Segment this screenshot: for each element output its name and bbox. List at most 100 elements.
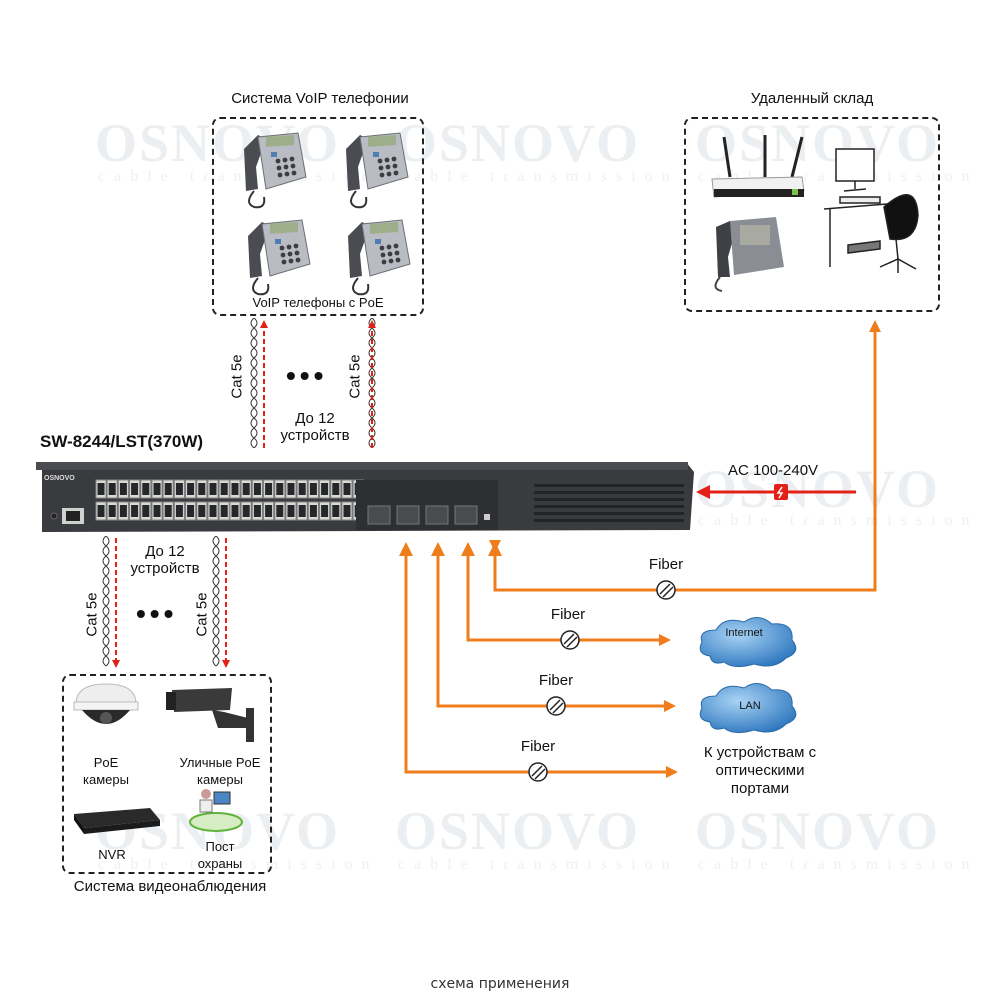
surveillance-box (62, 674, 272, 874)
fiber-label: Fiber (648, 556, 684, 573)
voip-phone-icon (345, 132, 409, 209)
fiber-line-warehouse (493, 320, 881, 592)
power-arrow-head (696, 485, 710, 499)
sfp-port (367, 505, 391, 525)
surveillance-devices (73, 683, 254, 834)
item-line2: камеры (83, 772, 129, 787)
internet-cloud-icon (699, 617, 797, 668)
optical-devices-line2: оптическими (715, 762, 805, 779)
device-count-label: До 12 устройств (270, 410, 360, 444)
sfp-ports (367, 505, 478, 525)
security-post-icon (189, 789, 243, 832)
cable-type-label: Cat 5e (228, 354, 246, 399)
item-line1: Уличные PoE (179, 755, 261, 770)
upper-cable-right (368, 320, 376, 448)
workstation-icon (823, 148, 919, 273)
fiber-arrow-up (399, 542, 413, 556)
lan-label: LAN (739, 700, 761, 712)
rj45-ports (95, 479, 364, 521)
item-line2: охраны (197, 856, 243, 871)
ventilation-grille (534, 484, 684, 522)
power-label: AC 100-240V (728, 462, 819, 479)
voip-phones (243, 132, 411, 296)
watermark-tagline: cable transmission (698, 512, 979, 529)
cable-type-label: Cat 5e (193, 592, 211, 637)
device-count-label: До 12 устройств (120, 543, 210, 577)
ip-phone-icon (714, 217, 784, 292)
device-count-line1: До 12 (295, 410, 335, 427)
surveillance-item-label: NVR (72, 846, 152, 863)
fiber-connector-icon (546, 696, 566, 716)
optical-devices-line1: К устройствам с (703, 744, 817, 761)
watermark-brand: OSNOVO (695, 113, 940, 173)
optical-devices-label: К устройствам с оптическими портами (670, 744, 850, 798)
remote-warehouse-box (684, 117, 940, 312)
twisted-pair-cable (212, 536, 220, 667)
surveillance-title: Система видеонаблюдения (73, 878, 267, 895)
fiber-line-internet (466, 546, 671, 646)
sfp-port (454, 505, 478, 525)
watermark-tagline: cable transmission (398, 856, 679, 873)
watermark-tagline: cable transmission (698, 856, 979, 873)
cable-type-label: Cat 5e (346, 354, 364, 399)
fiber-line-lan (436, 546, 676, 712)
dome-camera-icon (73, 683, 139, 724)
footer-caption: схема применения (430, 976, 570, 992)
item-line2: камеры (197, 772, 243, 787)
fiber-arrow-up (488, 542, 502, 556)
fiber-label: Fiber (550, 606, 586, 623)
more-devices-ellipsis: ••• (136, 598, 178, 629)
twisted-pair-cable (250, 318, 258, 448)
fiber-arrow-up (431, 542, 445, 556)
voip-phone-icon (243, 132, 307, 209)
fiber-connector-icon (656, 580, 676, 600)
more-devices-ellipsis: ••• (286, 360, 328, 391)
voip-system-box (212, 117, 424, 316)
fiber-arrow-up (461, 542, 475, 556)
surveillance-item-label: PoE камеры (66, 754, 146, 788)
watermark-brand: OSNOVO (695, 801, 940, 861)
watermark-tagline: cable transmission (98, 856, 379, 873)
sfp-port (425, 505, 449, 525)
fiber-label: Fiber (520, 738, 556, 755)
switch-brand-label: OSNOVO (44, 475, 75, 482)
voip-phone-icon (247, 219, 311, 296)
nvr-icon (74, 808, 160, 834)
outdoor-camera-icon (166, 688, 254, 742)
device-count-line2: устройств (280, 427, 350, 444)
console-port (62, 508, 84, 524)
internet-label: Internet (725, 627, 763, 639)
fiber-connector-icon (560, 630, 580, 650)
surveillance-item-label: Пост охраны (180, 838, 260, 872)
surveillance-item-label: Уличные PoE камеры (172, 754, 268, 788)
fiber-links (399, 320, 881, 782)
fiber-label: Fiber (538, 672, 574, 689)
watermark-brand: OSNOVO (395, 113, 640, 173)
item-line1: Пост (205, 839, 235, 854)
remote-warehouse-title: Удаленный склад (750, 90, 874, 107)
item-line1: NVR (98, 847, 126, 862)
power-input (696, 484, 856, 500)
optical-devices-line3: портами (730, 780, 790, 797)
fiber-line-optical (404, 546, 678, 778)
twisted-pair-cable (102, 536, 110, 667)
device-count-line2: устройств (130, 560, 200, 577)
watermark-brand: OSNOVO (695, 459, 940, 519)
device-count-line1: До 12 (145, 543, 185, 560)
switch-device: OSNOVO (36, 462, 694, 532)
switch-model-label: SW-8244/LST(370W) (40, 432, 204, 451)
watermark-tagline: cable transmission (398, 168, 679, 185)
wifi-router-icon (711, 135, 805, 198)
voip-phones-caption: VoIP телефоны с PoE (252, 295, 384, 310)
reset-button (50, 512, 58, 520)
sfp-port (396, 505, 420, 525)
lower-cable-links (102, 536, 230, 668)
power-icon (774, 484, 788, 500)
lan-cloud-icon (699, 683, 797, 734)
voip-system-title: Система VoIP телефонии (231, 90, 409, 107)
remote-warehouse-devices (711, 135, 919, 292)
item-line1: PoE (93, 755, 119, 770)
voip-phone-icon (347, 219, 411, 296)
cable-type-label: Cat 5e (83, 592, 101, 637)
fiber-connector-icon (528, 762, 548, 782)
